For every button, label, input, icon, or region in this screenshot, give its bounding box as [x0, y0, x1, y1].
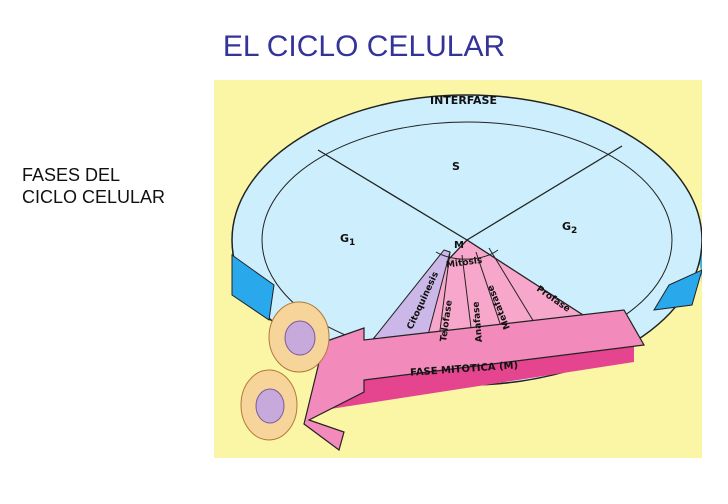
cell-lower	[240, 369, 298, 441]
s-g2-divider	[466, 145, 623, 241]
side-label-line-2: CICLO CELULAR	[22, 187, 166, 207]
mitotic-arrow	[303, 309, 645, 452]
mitosis-inner-arc	[435, 249, 499, 260]
cell-upper	[268, 301, 330, 373]
g1-s-divider	[317, 149, 468, 241]
phase-label-anafase: Anafase	[471, 301, 485, 343]
interfase-arrow-left	[231, 254, 275, 321]
interfase-label: INTERFASE	[430, 94, 497, 107]
s-label: S	[452, 160, 460, 173]
g1-label: G1	[340, 232, 355, 248]
nucleus-lower	[255, 388, 285, 424]
m-label: M	[454, 240, 464, 251]
slide-title: EL CICLO CELULAR	[222, 30, 506, 63]
interfase-arrow-right	[653, 269, 702, 311]
nucleus-upper	[284, 320, 316, 356]
cell-cycle-diagram: INTERFASE S G1 G2 M Mitosis Citoquinesis…	[214, 80, 702, 458]
g2-label: G2	[562, 220, 577, 236]
mitotic-arrow-side	[324, 342, 634, 410]
side-label-line-1: FASES DEL	[22, 165, 121, 185]
side-label: FASES DEL CICLO CELULAR	[22, 164, 165, 208]
